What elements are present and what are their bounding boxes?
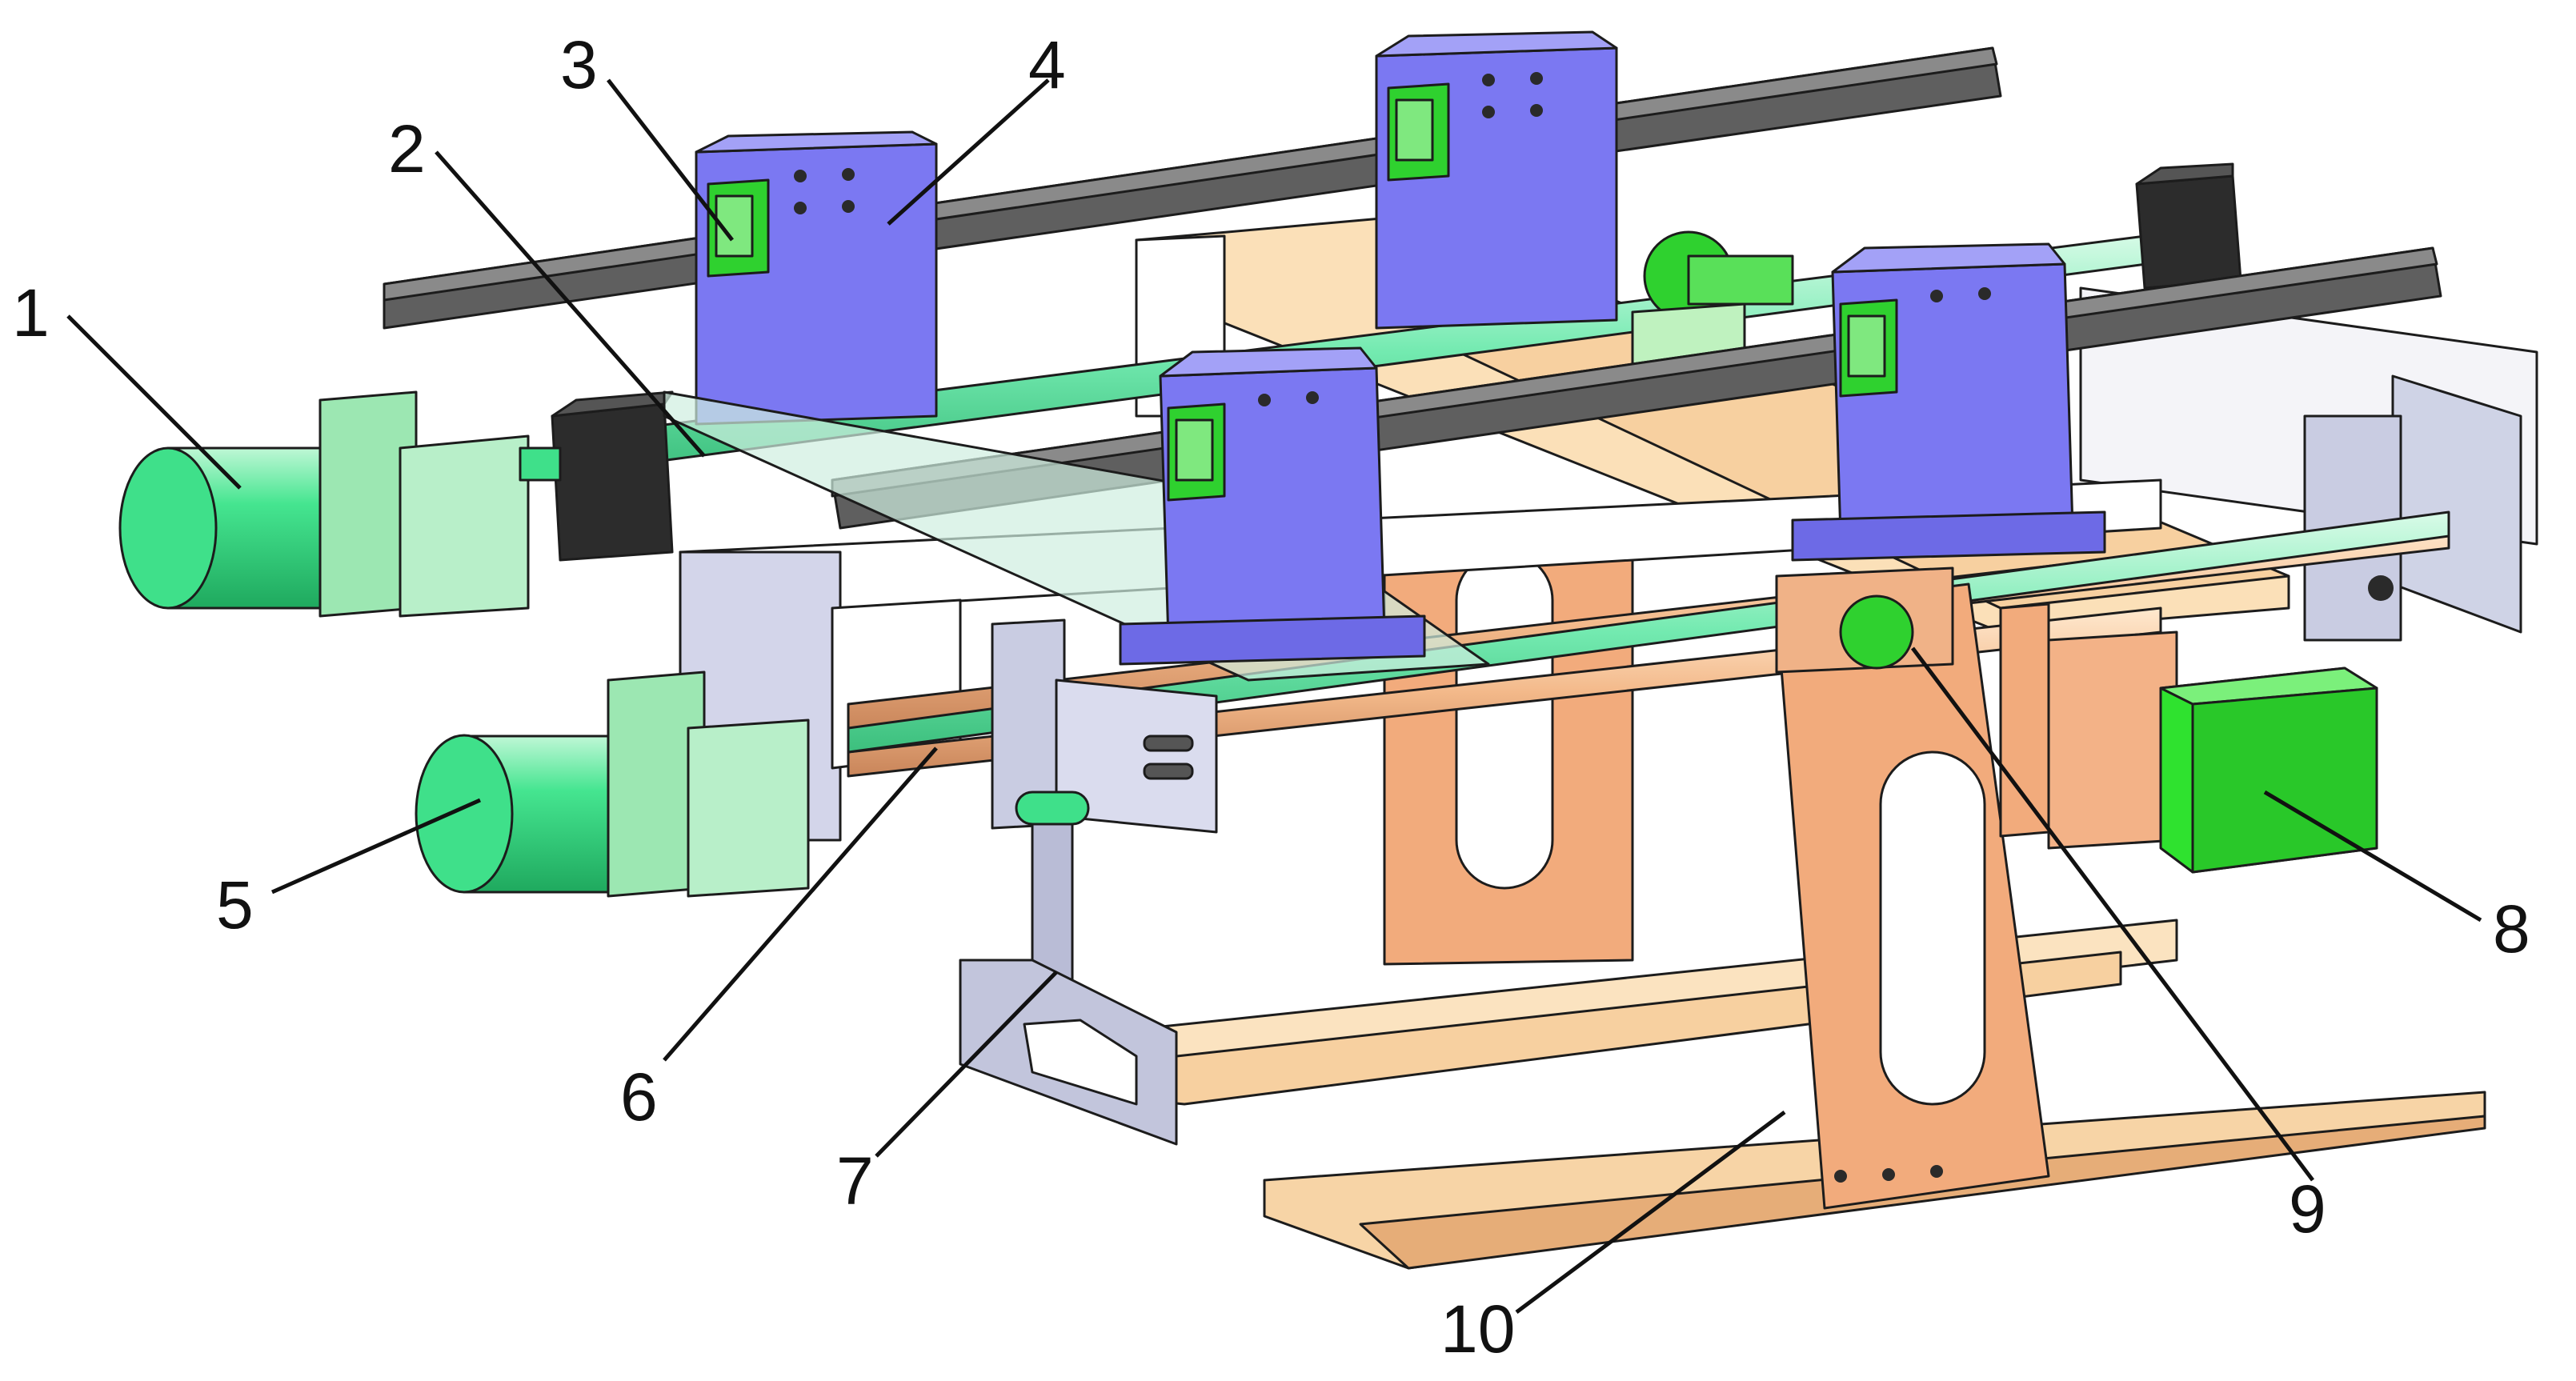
rear-upright-plate: [1383, 510, 1634, 966]
leader-lines: [66, 78, 2482, 1315]
callout-1: 1: [12, 275, 50, 350]
leader-9: [1911, 646, 2314, 1182]
leader-5: [270, 798, 482, 895]
motor-lower: [415, 670, 810, 898]
leader-8: [2263, 790, 2482, 923]
callout-labels: 1 2 3 4 5 6 7 8 9 10: [12, 27, 2530, 1367]
leader-2: [435, 150, 706, 458]
leader-3: [607, 78, 734, 242]
gearbox-mount-plate: [1999, 602, 2178, 850]
callout-4: 4: [1028, 27, 1066, 102]
leader-1: [66, 314, 242, 490]
bearing-block-left: [551, 390, 674, 562]
gearbox: [2159, 666, 2378, 874]
leader-4: [887, 78, 1050, 226]
callout-3: 3: [560, 27, 598, 102]
callout-10: 10: [1440, 1291, 1515, 1367]
slider-block-rear-left: [695, 130, 938, 426]
leader-7: [875, 971, 1058, 1158]
callout-9: 9: [2289, 1171, 2326, 1247]
callout-5: 5: [216, 867, 254, 943]
leader-6: [663, 747, 938, 1062]
bearing-block-right: [2135, 162, 2242, 290]
slider-block-rear-right: [1375, 30, 1618, 330]
slider-block-front-left: [1119, 346, 1426, 666]
callout-7: 7: [836, 1143, 874, 1219]
slider-block-front-right: [1791, 242, 2106, 562]
callout-2: 2: [388, 111, 426, 186]
callout-6: 6: [620, 1059, 658, 1135]
callout-8: 8: [2493, 891, 2530, 967]
leader-10: [1515, 1110, 1786, 1315]
motor-upper: [118, 390, 562, 618]
